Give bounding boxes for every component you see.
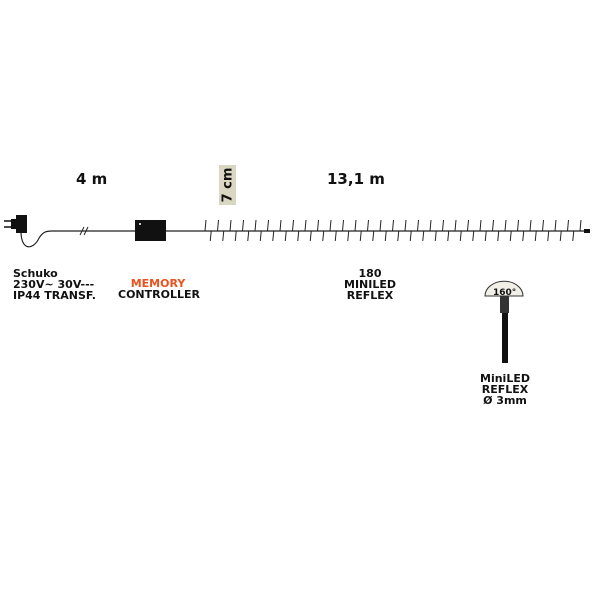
led-tick [342,219,344,232]
led-tick [459,230,462,242]
led-tick [479,219,482,232]
led-tick [359,230,362,242]
led-tick [434,230,437,242]
led-tick [297,230,300,242]
led-tick [492,219,494,232]
led-tick [497,230,500,242]
led-tick [209,230,212,242]
memory-controller-box [135,220,166,241]
led-tick [417,219,419,232]
led-ticks [204,219,582,242]
led-tick [329,219,332,232]
led-tick [234,230,237,242]
miniled-detail-icon [484,280,524,363]
led-tick [442,219,444,232]
led-tick [217,219,219,232]
led-tick [509,230,512,242]
string-length-label: 13,1 m [327,170,385,188]
led-tick [572,230,575,242]
led-tick [517,219,519,232]
led-tick [384,230,387,242]
led-tick [284,230,287,242]
beam-angle-label: 160° [493,288,517,298]
led-tick [367,219,369,232]
led-tick [279,219,282,232]
led-tick [529,219,532,232]
led-tick [554,219,557,232]
led-tick [354,219,357,232]
led-tick [447,230,450,242]
led-tick [542,219,544,232]
led-tick [229,219,232,232]
led-tick [467,219,469,232]
led-tick [379,219,382,232]
led-tick [334,230,337,242]
led-tick [404,219,407,232]
led-tick [267,219,269,232]
led-tick [254,219,257,232]
led-tick [372,230,375,242]
led-tick [547,230,550,242]
led-tick [534,230,537,242]
cable-length-label: 4 m [76,170,108,188]
led-tick [317,219,319,232]
led-tick [292,219,294,232]
led-tick [472,230,475,242]
led-tick [247,230,250,242]
led-tick [204,219,207,232]
plug-icon [4,215,27,233]
led-tick [347,230,350,242]
led-tick [309,230,312,242]
led-tick [322,230,325,242]
led-tick [559,230,562,242]
led-tick [222,230,225,242]
led-tick [304,219,307,232]
led-tick [484,230,487,242]
led-tick [392,219,394,232]
led-tick [454,219,457,232]
led-tick [422,230,425,242]
led-tick [397,230,400,242]
led-tick [242,219,244,232]
led-tick [409,230,412,242]
led-tick [522,230,525,242]
led-tick [272,230,275,242]
led-tick [579,219,582,232]
led-tick [429,219,432,232]
cable-break-icon [79,226,89,236]
led-tick [504,219,507,232]
led-spacing-label: 7 cm [219,165,236,205]
led-tick [567,219,569,232]
power-cable [20,230,135,248]
led-tick [259,230,262,242]
